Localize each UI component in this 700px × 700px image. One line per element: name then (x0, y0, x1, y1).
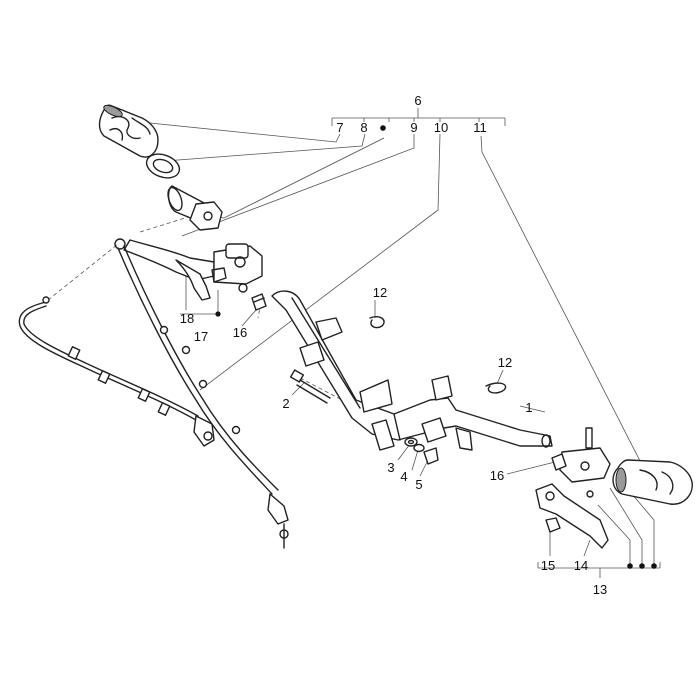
label-18: 18 (180, 311, 194, 326)
label-6: 6 (414, 93, 421, 108)
throttle-tube (167, 185, 223, 231)
clip-upper (369, 316, 385, 329)
label-14: 14 (574, 558, 588, 573)
label-12-lower: 12 (498, 355, 512, 370)
bolt (289, 369, 331, 404)
label-3: 3 (387, 460, 394, 475)
label-9: 9 (410, 120, 417, 135)
part-labels: 6 7 8 9 10 11 12 12 1 2 3 4 5 16 16 18 1… (180, 93, 607, 597)
master-cylinder (114, 238, 263, 301)
label-13: 13 (593, 582, 607, 597)
label-17: 17 (194, 329, 208, 344)
right-lever-assembly (535, 427, 611, 549)
label-15: 15 (541, 558, 555, 573)
throttle-cable (18, 296, 215, 447)
brake-hose (117, 245, 289, 549)
label-5: 5 (415, 477, 422, 492)
handlebar-frame (271, 290, 553, 451)
label-10: 10 (434, 120, 448, 135)
label-2: 2 (282, 396, 289, 411)
label-4: 4 (400, 469, 407, 484)
label-1: 1 (525, 400, 532, 415)
right-grip (612, 459, 693, 505)
label-16-right: 16 (490, 468, 504, 483)
label-7: 7 (336, 120, 343, 135)
bleed-screw-left (251, 293, 267, 311)
group-bracket-6 (331, 108, 506, 126)
label-16-left: 16 (233, 325, 247, 340)
washers-and-nut (404, 437, 439, 465)
clip-lower (485, 382, 507, 394)
label-12-upper: 12 (373, 285, 387, 300)
label-11: 11 (473, 120, 487, 135)
left-grip (98, 104, 159, 158)
dot-markers (215, 125, 657, 569)
label-8: 8 (360, 120, 367, 135)
grip-ring (145, 153, 181, 179)
